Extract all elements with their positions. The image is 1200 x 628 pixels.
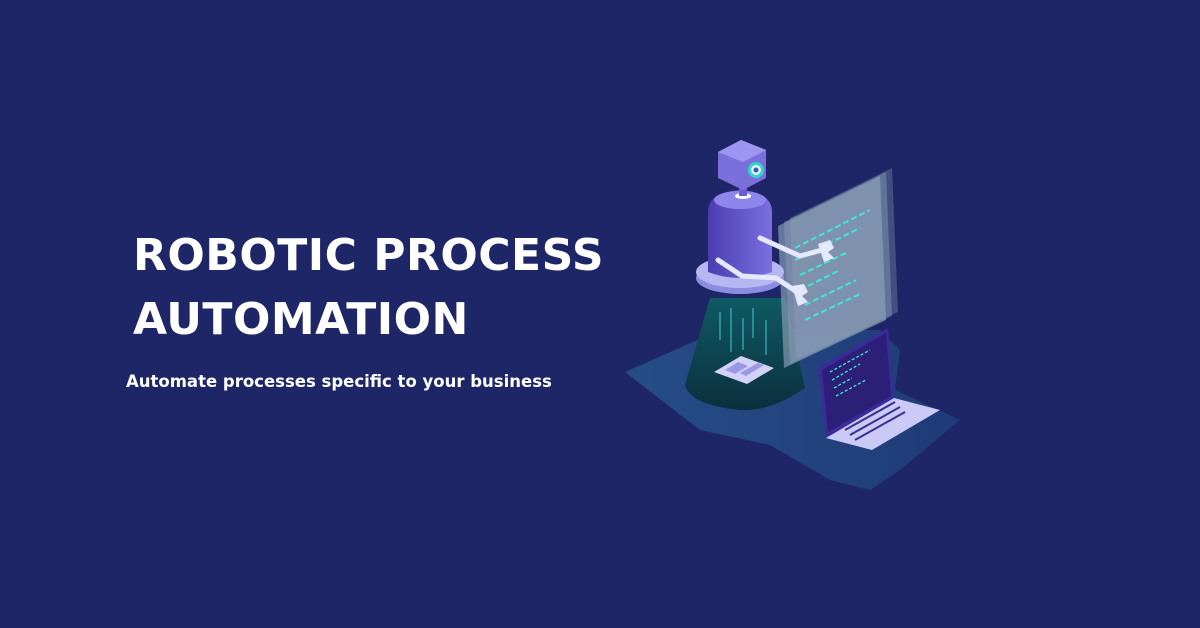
- light-beam-icon: [685, 298, 805, 411]
- laptop-icon: [818, 328, 940, 450]
- subtitle: Automate processes specific to your busi…: [126, 372, 552, 391]
- robot-icon: [696, 140, 834, 306]
- headline: ROBOTIC PROCESS AUTOMATION: [133, 224, 604, 352]
- headline-line-2: AUTOMATION: [133, 294, 469, 345]
- headline-line-1: ROBOTIC PROCESS: [133, 230, 605, 281]
- robot-automation-illustration-icon: [600, 120, 1020, 520]
- document-card-icon: [714, 356, 774, 384]
- holographic-code-panel-icon: [778, 168, 898, 368]
